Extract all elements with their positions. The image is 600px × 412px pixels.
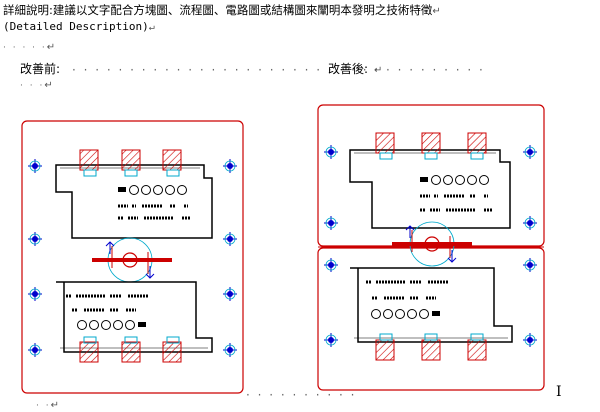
after-lower-frame [317, 247, 545, 391]
lower-pads [79, 336, 182, 363]
before-figure [21, 120, 244, 394]
heading-text: 詳細說明:建議以文字配合方塊圖、流程圖、電路圖或結構圖來闡明本發明之技術特徵 [3, 3, 433, 17]
lower-die-marking [66, 294, 148, 330]
upper-pads [79, 149, 182, 177]
after-label-text: 改善後: [328, 62, 369, 76]
alignment-mark [92, 237, 172, 283]
after-alignment-mark [392, 221, 472, 267]
heading: 詳細說明:建議以文字配合方塊圖、流程圖、電路圖或結構圖來闡明本發明之技術特徵↵ [3, 2, 441, 18]
paragraph-mark-icon: ↵ [432, 6, 441, 17]
upper-die-marking [118, 185, 190, 220]
after-label: 改善後: ↵ [328, 60, 382, 77]
paragraph-mark-icon: ↵ [46, 42, 58, 53]
paragraph-mark-icon: ↵ [44, 80, 55, 91]
after-lower-pads [375, 333, 487, 361]
after-lower-die-marking [366, 280, 448, 319]
after-upper-die-outline [349, 149, 511, 229]
before-label: 改善前: [20, 60, 60, 77]
spacing-dots: · · ·↵ [20, 80, 55, 91]
after-lower-die-outline [350, 267, 513, 343]
upper-die-outline [55, 164, 213, 239]
spacing-dots: · · · · ·↵ [3, 42, 58, 53]
before-frame [21, 120, 244, 394]
lower-die-outline [56, 281, 213, 353]
text-cursor[interactable]: I [556, 384, 562, 400]
tab-leader-dots: · · · · · · · · · · [246, 388, 357, 402]
subheading: (Detailed Description)↵ [3, 20, 155, 33]
paragraph-mark-icon: ↵ [374, 65, 383, 76]
after-figure [317, 104, 545, 391]
subheading-text: (Detailed Description) [3, 20, 149, 33]
paragraph-mark-icon: ↵ [148, 22, 155, 33]
after-upper-pads [375, 132, 487, 160]
paragraph-mark-icon: ↵ [50, 400, 61, 411]
tab-leader-dots: · · · · · · · · · · · · · · · · · · · · … [72, 63, 485, 77]
before-label-text: 改善前: [20, 62, 61, 76]
spacing-dots: · ·↵ [36, 400, 61, 411]
after-upper-die-marking [420, 175, 492, 212]
